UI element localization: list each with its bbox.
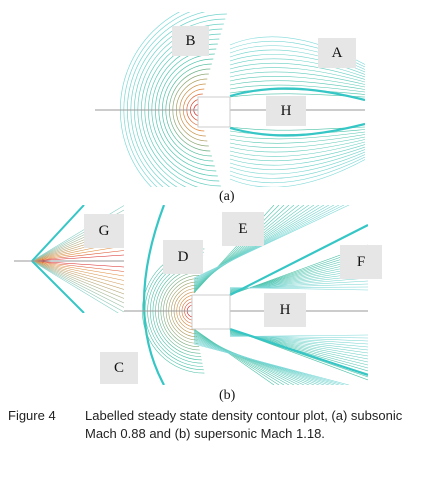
label-d: D — [163, 240, 203, 274]
label-g: G — [84, 214, 124, 248]
label-f: F — [340, 245, 382, 279]
contour-line — [229, 84, 365, 93]
contour-line — [229, 76, 365, 88]
contour-line — [229, 139, 365, 153]
label-b-a: B — [172, 26, 209, 56]
contour-line — [193, 338, 325, 385]
contour-line — [31, 260, 124, 304]
contour-line — [31, 260, 124, 281]
contour-line — [193, 332, 295, 385]
contour-line — [229, 154, 365, 179]
contour-line — [193, 337, 320, 385]
contour-line — [31, 260, 124, 313]
contour-line — [31, 260, 124, 290]
contour-line — [193, 336, 315, 385]
contour-line — [193, 333, 300, 385]
contour-line — [31, 260, 124, 295]
contour-plot-b — [124, 205, 368, 385]
contour-line — [229, 136, 365, 148]
contour-line — [229, 149, 365, 170]
contour-line — [229, 67, 365, 83]
mach-line-upper — [31, 205, 85, 262]
contour-line — [229, 131, 365, 140]
contour-line — [229, 71, 365, 85]
contour-line — [229, 146, 365, 166]
contour-line — [229, 134, 365, 144]
label-h-a: H — [266, 96, 306, 126]
mach-line-lower — [31, 260, 85, 313]
figure-number: Figure 4 — [8, 408, 56, 423]
contour-line — [193, 205, 335, 282]
contour-line — [31, 260, 124, 272]
contour-line — [31, 250, 124, 262]
contour-line — [193, 334, 305, 385]
contour-line — [193, 330, 285, 385]
figure-caption-text: Labelled steady state density contour pl… — [85, 408, 403, 441]
contour-line — [229, 80, 365, 90]
contour-line — [229, 62, 365, 80]
body-a — [197, 96, 231, 128]
label-e: E — [222, 212, 264, 246]
subcaption-a: (a) — [219, 189, 235, 204]
contour-line — [229, 159, 365, 187]
contour-line — [31, 260, 119, 313]
contour-line — [31, 245, 124, 262]
contour-line — [193, 343, 350, 385]
contour-line — [31, 260, 124, 286]
oblique-shock-lower — [229, 327, 368, 377]
contour-line — [229, 54, 365, 75]
contour-line — [229, 144, 365, 162]
contour-line — [193, 205, 345, 280]
contour-line — [193, 335, 310, 385]
contour-line — [229, 58, 365, 78]
bow-shock — [142, 205, 166, 385]
contour-line — [31, 260, 124, 277]
contour-line — [31, 260, 124, 308]
label-h-b: H — [264, 293, 306, 327]
subcaption-b: (b) — [219, 388, 236, 403]
contour-line — [31, 254, 124, 262]
contour-line — [229, 151, 365, 175]
oblique-shock-upper — [229, 224, 368, 296]
body-b — [191, 294, 231, 330]
contour-line — [31, 260, 124, 299]
contour-line — [193, 331, 290, 385]
contour-line — [193, 205, 340, 281]
contour-line — [229, 141, 365, 157]
shear-layer-lower — [229, 122, 365, 137]
contour-line — [229, 156, 365, 184]
label-c: C — [100, 352, 138, 384]
label-a: A — [318, 38, 356, 68]
contour-line — [31, 260, 124, 268]
contour-line — [193, 205, 350, 279]
shear-layer-upper — [229, 87, 365, 102]
contour-line — [229, 287, 368, 291]
